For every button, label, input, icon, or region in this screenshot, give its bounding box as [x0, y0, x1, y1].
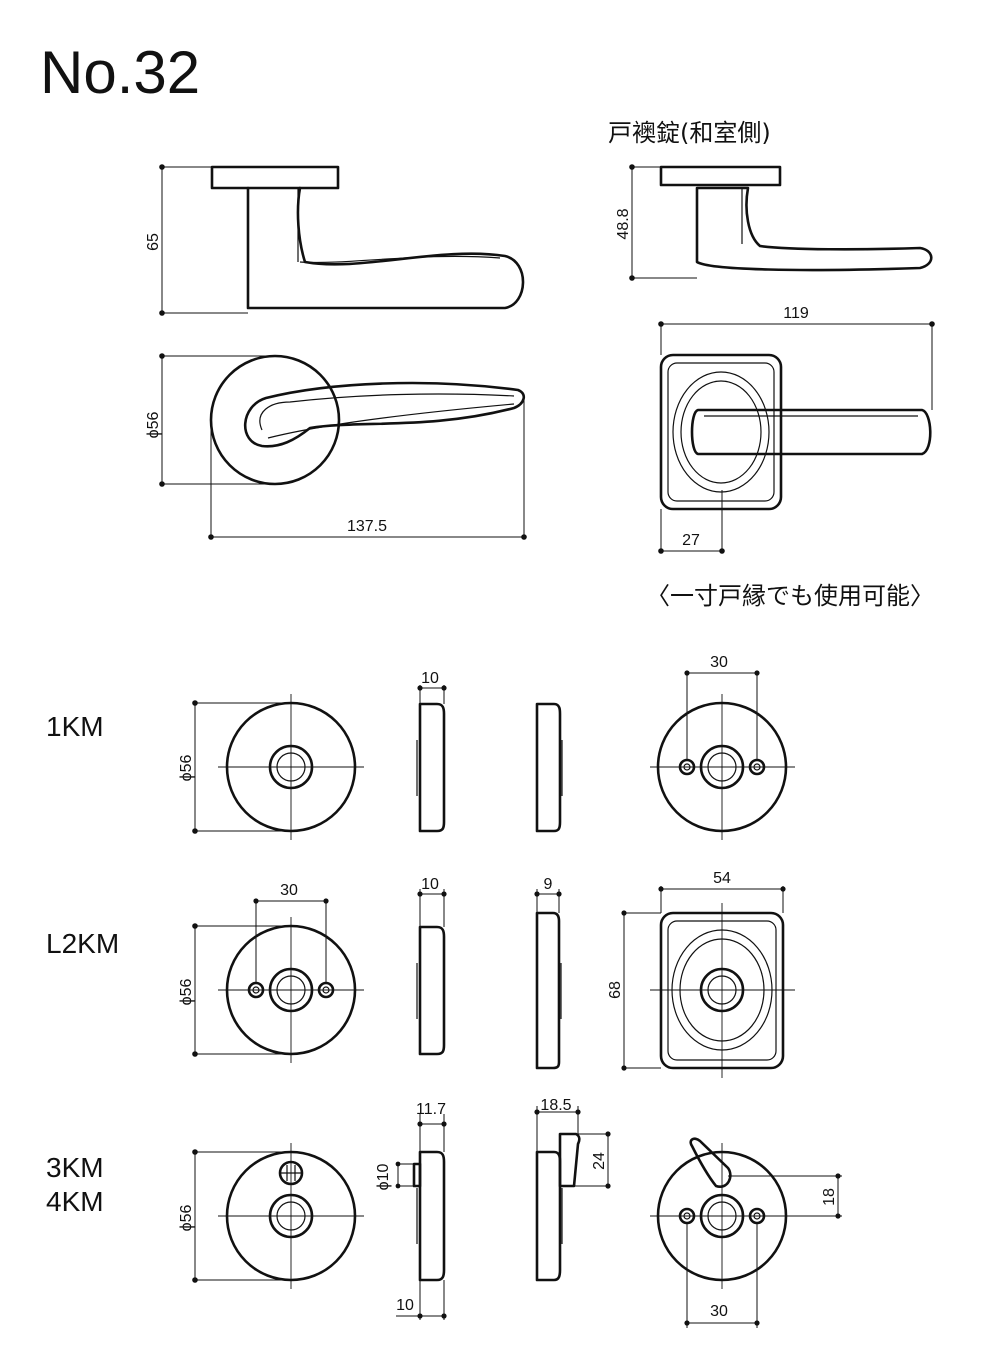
lock-front-view — [659, 353, 932, 511]
row-l2km-plate-height-dimension: 68 — [607, 910, 661, 1071]
row-4km-label: 4KM — [46, 1186, 104, 1217]
row-3km-label: 3KM — [46, 1152, 104, 1183]
row-3km-side-b-height-dimension: 24 — [574, 1131, 611, 1189]
lock-height-value: 48.8 — [615, 208, 632, 239]
lever-side-view — [210, 165, 525, 310]
row-l2km-side-b-dimension: 9 — [534, 876, 562, 913]
lever-length-value: 137.5 — [347, 518, 387, 535]
row-3km-front-view — [218, 1143, 364, 1289]
rose-diameter-dimension: ϕ56 — [145, 353, 275, 487]
lock-caption-text: 戸襖錠(和室側) — [608, 119, 771, 147]
lock-offset-dimension: 27 — [658, 490, 725, 554]
row-3km-side-a-value: 11.7 — [416, 1101, 446, 1118]
row-3km-indicator-dimension: ϕ10 — [375, 1161, 414, 1191]
row-l2km-label: L2KM — [46, 928, 119, 959]
row-3km-screw-pitch-dimension: 30 — [684, 1223, 760, 1328]
row-1km-side-a-dimension: 10 — [417, 670, 447, 704]
row-1km-side-view-b — [535, 702, 563, 833]
lock-side-view — [659, 165, 933, 272]
row-l2km-screw-pitch-value: 30 — [280, 882, 298, 899]
row-l2km-diameter-dimension: ϕ56 — [178, 923, 291, 1057]
lock-height-dimension: 48.8 — [615, 164, 697, 281]
row-1km-screw-pitch-dimension: 30 — [684, 654, 760, 760]
row-3km-diameter-dimension: ϕ56 — [178, 1149, 291, 1283]
row-l2km-side-a-dimension: 10 — [417, 876, 447, 927]
row-l2km-plate-width-dimension: 54 — [658, 870, 786, 913]
row-l2km-screw-pitch-dimension: 30 — [253, 882, 329, 983]
row-3km-side-b-width-dimension: 18.5 — [534, 1097, 581, 1152]
row-3km-offset-dimension: 18 — [728, 1173, 842, 1219]
lock-length-value: 119 — [783, 305, 809, 322]
row-1km-back-view — [650, 694, 795, 840]
row-1km-side-a-value: 10 — [421, 670, 439, 687]
lever-length-dimension: 137.5 — [208, 398, 527, 540]
row-l2km-side-view-b — [535, 911, 562, 1070]
row-l2km-diameter-value: ϕ56 — [178, 979, 195, 1006]
row-1km-front-view — [218, 694, 364, 840]
lock-offset-value: 27 — [682, 532, 700, 549]
row-1km-side-view-a — [416, 702, 446, 833]
row-3km-side-a-base-dimension: 10 — [396, 1280, 447, 1320]
row-3km-side-view-a — [412, 1150, 446, 1282]
row-3km-side-a-base-value: 10 — [396, 1297, 414, 1314]
row-1km-diameter-value: ϕ56 — [178, 755, 195, 782]
row-3km-side-b-width-value: 18.5 — [540, 1097, 571, 1114]
row-l2km-side-view-a — [416, 925, 446, 1056]
page-title: No.32 — [40, 39, 200, 106]
row-3km-side-view-b — [535, 1132, 581, 1282]
row-3km-screw-pitch-value: 30 — [710, 1303, 728, 1320]
row-3km-side-a-dimension: 11.7 — [416, 1101, 447, 1152]
usage-note: 〈一寸戸縁でも使用可能〉 — [646, 582, 934, 610]
row-l2km-front-view — [218, 917, 364, 1063]
row-3km-side-b-height-value: 24 — [591, 1152, 608, 1170]
row-3km-indicator-value: ϕ10 — [375, 1164, 392, 1191]
row-l2km-plate-height-value: 68 — [607, 981, 624, 999]
row-3km-diameter-value: ϕ56 — [178, 1205, 195, 1232]
rose-diameter-value: ϕ56 — [145, 412, 162, 439]
row-3km-offset-value: 18 — [821, 1188, 838, 1206]
row-1km-screw-pitch-value: 30 — [710, 654, 728, 671]
lever-top-view — [209, 354, 526, 486]
row-1km-diameter-dimension: ϕ56 — [178, 700, 291, 834]
row-3km-back-view — [650, 1137, 795, 1289]
row-l2km-plate-width-value: 54 — [713, 870, 731, 887]
lever-height-value: 65 — [145, 233, 162, 251]
row-l2km-side-b-value: 9 — [544, 876, 553, 893]
lever-height-dimension: 65 — [145, 164, 248, 316]
lock-length-dimension: 119 — [658, 305, 935, 410]
row-l2km-side-a-value: 10 — [421, 876, 439, 893]
row-1km-label: 1KM — [46, 711, 104, 742]
row-l2km-back-plate-view — [650, 903, 795, 1078]
